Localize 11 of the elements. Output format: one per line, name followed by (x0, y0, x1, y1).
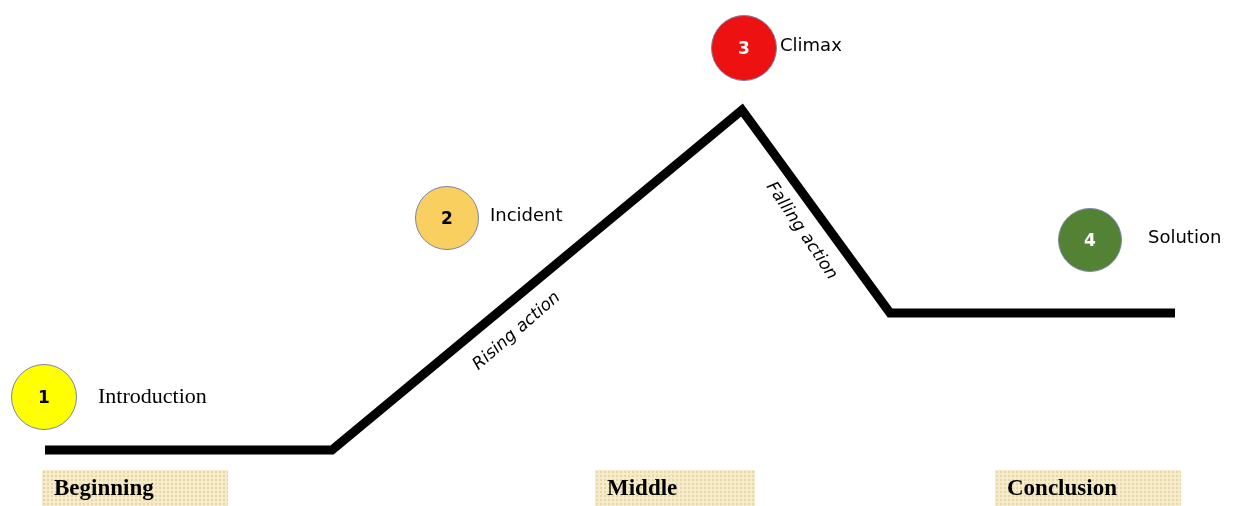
stage-label: Introduction (98, 385, 207, 407)
stage-label: Solution (1148, 228, 1222, 246)
number-circle: 4 (1058, 208, 1122, 272)
section-label: Beginning (42, 470, 228, 506)
stage-label: Climax (780, 36, 842, 54)
number-circle: 1 (11, 364, 77, 430)
stage-label: Incident (490, 206, 563, 224)
section-label: Conclusion (995, 470, 1181, 506)
number-circle: 3 (711, 15, 777, 81)
number-circle: 2 (415, 186, 479, 250)
section-label: Middle (595, 470, 755, 506)
